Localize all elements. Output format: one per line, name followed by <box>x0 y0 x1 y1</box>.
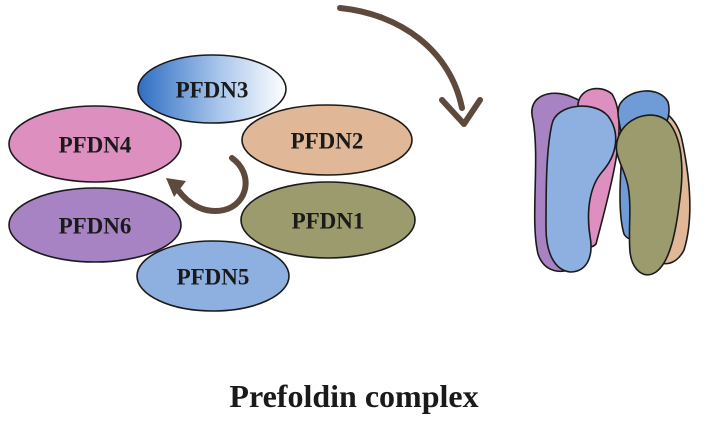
subunit-pfdn2-label: PFDN2 <box>291 129 364 154</box>
subunit-pfdn6-label: PFDN6 <box>59 214 132 239</box>
subunit-pfdn1: PFDN1 <box>240 181 416 259</box>
subunit-pfdn3-label: PFDN3 <box>176 78 249 103</box>
subunit-pfdn2-shape <box>241 104 413 176</box>
subunit-pfdn5-label: PFDN5 <box>177 265 250 290</box>
subunit-pfdn6-shape <box>8 187 182 263</box>
assembly-cycle-arrow-icon <box>166 155 249 214</box>
subunit-pfdn4-label: PFDN4 <box>59 133 132 158</box>
subunit-pfdn4-shape <box>8 105 182 183</box>
complex-part-pfdn5 <box>545 105 617 273</box>
assembly-arrow-icon <box>337 5 483 127</box>
subunit-pfdn3: PFDN3 <box>137 54 287 124</box>
subunit-pfdn1-shape <box>240 181 416 259</box>
subunit-pfdn1-label: PFDN1 <box>292 209 365 234</box>
prefoldin-complex-illustration <box>531 87 691 276</box>
subunit-pfdn3-shape <box>137 54 287 124</box>
subunit-pfdn5-shape <box>136 240 290 312</box>
subunit-pfdn2: PFDN2 <box>241 104 413 176</box>
complex-part-pfdn1 <box>615 114 683 276</box>
subunit-pfdn6: PFDN6 <box>8 187 182 263</box>
subunit-pfdn5: PFDN5 <box>136 240 290 312</box>
diagram-caption: Prefoldin complex <box>229 378 478 414</box>
subunit-pfdn4: PFDN4 <box>8 105 182 183</box>
